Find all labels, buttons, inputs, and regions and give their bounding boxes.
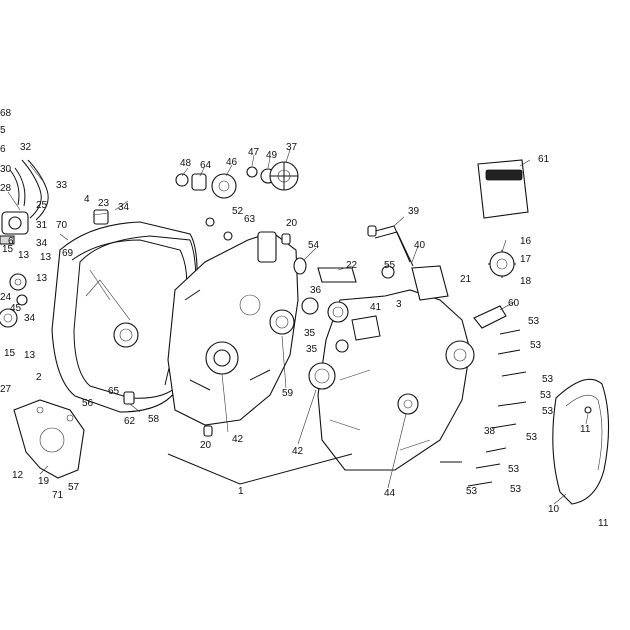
callout-35: 35 <box>304 328 316 339</box>
callout-42: 42 <box>232 434 244 445</box>
callout-44: 44 <box>384 488 396 499</box>
callout-34: 34 <box>36 238 48 249</box>
callout-61: 61 <box>538 154 550 165</box>
bolts-right <box>440 329 527 487</box>
callout-15: 15 <box>2 244 14 255</box>
decal-sheet <box>477 159 529 219</box>
bearings-center <box>293 257 395 390</box>
callout-20: 20 <box>200 440 212 451</box>
callout-63: 63 <box>244 214 256 225</box>
callout-39: 39 <box>408 206 420 217</box>
callout-38: 38 <box>484 426 496 437</box>
callout-13: 13 <box>18 250 30 261</box>
callout-6: 6 <box>0 144 6 155</box>
callout-4: 4 <box>84 194 90 205</box>
callout-30: 30 <box>0 164 12 175</box>
callout-5: 5 <box>0 125 6 136</box>
callout-64: 64 <box>200 160 212 171</box>
small-gears-left <box>0 273 28 328</box>
callout-25: 25 <box>36 200 48 211</box>
callout-35: 35 <box>306 344 318 355</box>
callout-68: 68 <box>0 108 12 119</box>
callout-58: 58 <box>148 414 160 425</box>
callout-40: 40 <box>414 240 426 251</box>
callout-23: 23 <box>98 198 110 209</box>
callout-13: 13 <box>36 273 48 284</box>
callout-21: 21 <box>460 274 472 285</box>
callout-54: 54 <box>308 240 320 251</box>
callout-31: 31 <box>36 220 48 231</box>
callout-24: 24 <box>0 292 12 303</box>
callout-57: 57 <box>68 482 80 493</box>
callout-52: 52 <box>232 206 244 217</box>
gear-shaft-group <box>175 161 299 199</box>
left-crankcase-half <box>167 231 299 426</box>
callout-60: 60 <box>508 298 520 309</box>
callout-53: 53 <box>508 464 520 475</box>
callout-71: 71 <box>52 490 64 501</box>
callout-53: 53 <box>530 340 542 351</box>
callout-33: 33 <box>56 180 68 191</box>
callout-15: 15 <box>4 348 16 359</box>
mounting-bracket <box>473 305 507 329</box>
callout-53: 53 <box>528 316 540 327</box>
callout-45: 45 <box>10 303 22 314</box>
callout-34: 34 <box>24 313 36 324</box>
callout-56: 56 <box>82 398 94 409</box>
callout-36: 36 <box>310 285 322 296</box>
callout-16: 16 <box>520 236 532 247</box>
callout-69: 69 <box>62 248 74 259</box>
callout-53: 53 <box>542 374 554 385</box>
callout-37: 37 <box>286 142 298 153</box>
callout-46: 46 <box>226 157 238 168</box>
left-hoses <box>9 159 49 221</box>
callout-11: 11 <box>580 424 591 435</box>
callout-55: 55 <box>384 260 396 271</box>
callout-18: 18 <box>520 276 532 287</box>
callout-47: 47 <box>248 147 260 158</box>
callout-32: 32 <box>20 142 32 153</box>
small-parts <box>93 209 291 437</box>
callout-34: 34 <box>118 202 130 213</box>
leader-lines <box>7 149 589 505</box>
drive-sprocket <box>488 250 516 278</box>
callout-22: 22 <box>346 260 358 271</box>
callout-65: 65 <box>108 386 120 397</box>
callout-3: 3 <box>396 299 402 310</box>
water-pump-assembly <box>0 211 29 245</box>
callout-62: 62 <box>124 416 136 427</box>
generator-cover <box>552 378 610 505</box>
callout-59: 59 <box>282 388 294 399</box>
callout-28: 28 <box>0 183 12 194</box>
callout-20: 20 <box>286 218 298 229</box>
callout-53: 53 <box>540 390 552 401</box>
callout-10: 10 <box>548 504 560 515</box>
callout-53: 53 <box>542 406 554 417</box>
callout-41: 41 <box>370 302 382 313</box>
callout-48: 48 <box>180 158 192 169</box>
callout-53: 53 <box>510 484 522 495</box>
callout-13: 13 <box>40 252 52 263</box>
callout-49: 49 <box>266 150 278 161</box>
callout-6: 6 <box>8 236 14 247</box>
callout-70: 70 <box>56 220 68 231</box>
callout-53: 53 <box>466 486 478 497</box>
callout-1: 1 <box>238 486 244 497</box>
callout-42: 42 <box>292 446 304 457</box>
callout-53: 53 <box>526 432 538 443</box>
water-pump-cover <box>13 399 85 479</box>
callout-11: 11 <box>598 518 609 529</box>
callout-13: 13 <box>24 350 36 361</box>
callout-12: 12 <box>12 470 24 481</box>
callout-19: 19 <box>38 476 50 487</box>
callout-2: 2 <box>36 372 42 383</box>
callout-17: 17 <box>520 254 532 265</box>
assembly-bracket <box>167 453 353 485</box>
right-crankcase-half <box>317 265 475 471</box>
callout-27: 27 <box>0 384 12 395</box>
